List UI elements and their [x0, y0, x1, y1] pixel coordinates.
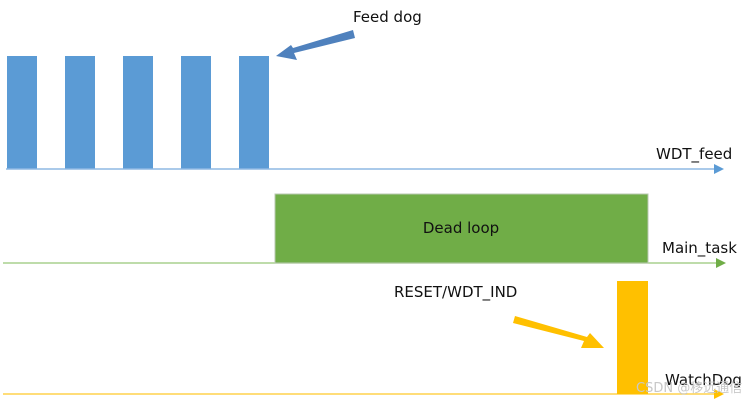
reset-annotation: RESET/WDT_IND — [394, 283, 604, 348]
watchdog-label: WatchDog — [665, 371, 742, 389]
reset-arrow-icon — [513, 316, 604, 348]
feed-pulse — [7, 56, 37, 169]
reset-pulse — [617, 281, 648, 394]
feed-pulse — [65, 56, 95, 169]
feed-dog-label: Feed dog — [353, 8, 422, 26]
feed-dog-arrow-icon — [276, 30, 355, 60]
main-task-track: Dead loop Main_task — [3, 193, 737, 268]
feed-pulses — [7, 56, 269, 169]
main-task-label: Main_task — [662, 239, 737, 258]
dead-loop-block — [274, 193, 649, 264]
feed-pulse — [181, 56, 211, 169]
feed-pulse — [123, 56, 153, 169]
feed-dog-annotation: Feed dog — [276, 8, 422, 60]
feed-pulse — [239, 56, 269, 169]
watchdog-track: WatchDog — [3, 281, 742, 399]
wdt-feed-label: WDT_feed — [656, 145, 732, 164]
wdt-feed-track: WDT_feed — [6, 56, 732, 174]
watermark: CSDN @移远通信 — [636, 381, 742, 396]
reset-label: RESET/WDT_IND — [394, 283, 517, 302]
dead-loop-label: Dead loop — [423, 219, 499, 237]
